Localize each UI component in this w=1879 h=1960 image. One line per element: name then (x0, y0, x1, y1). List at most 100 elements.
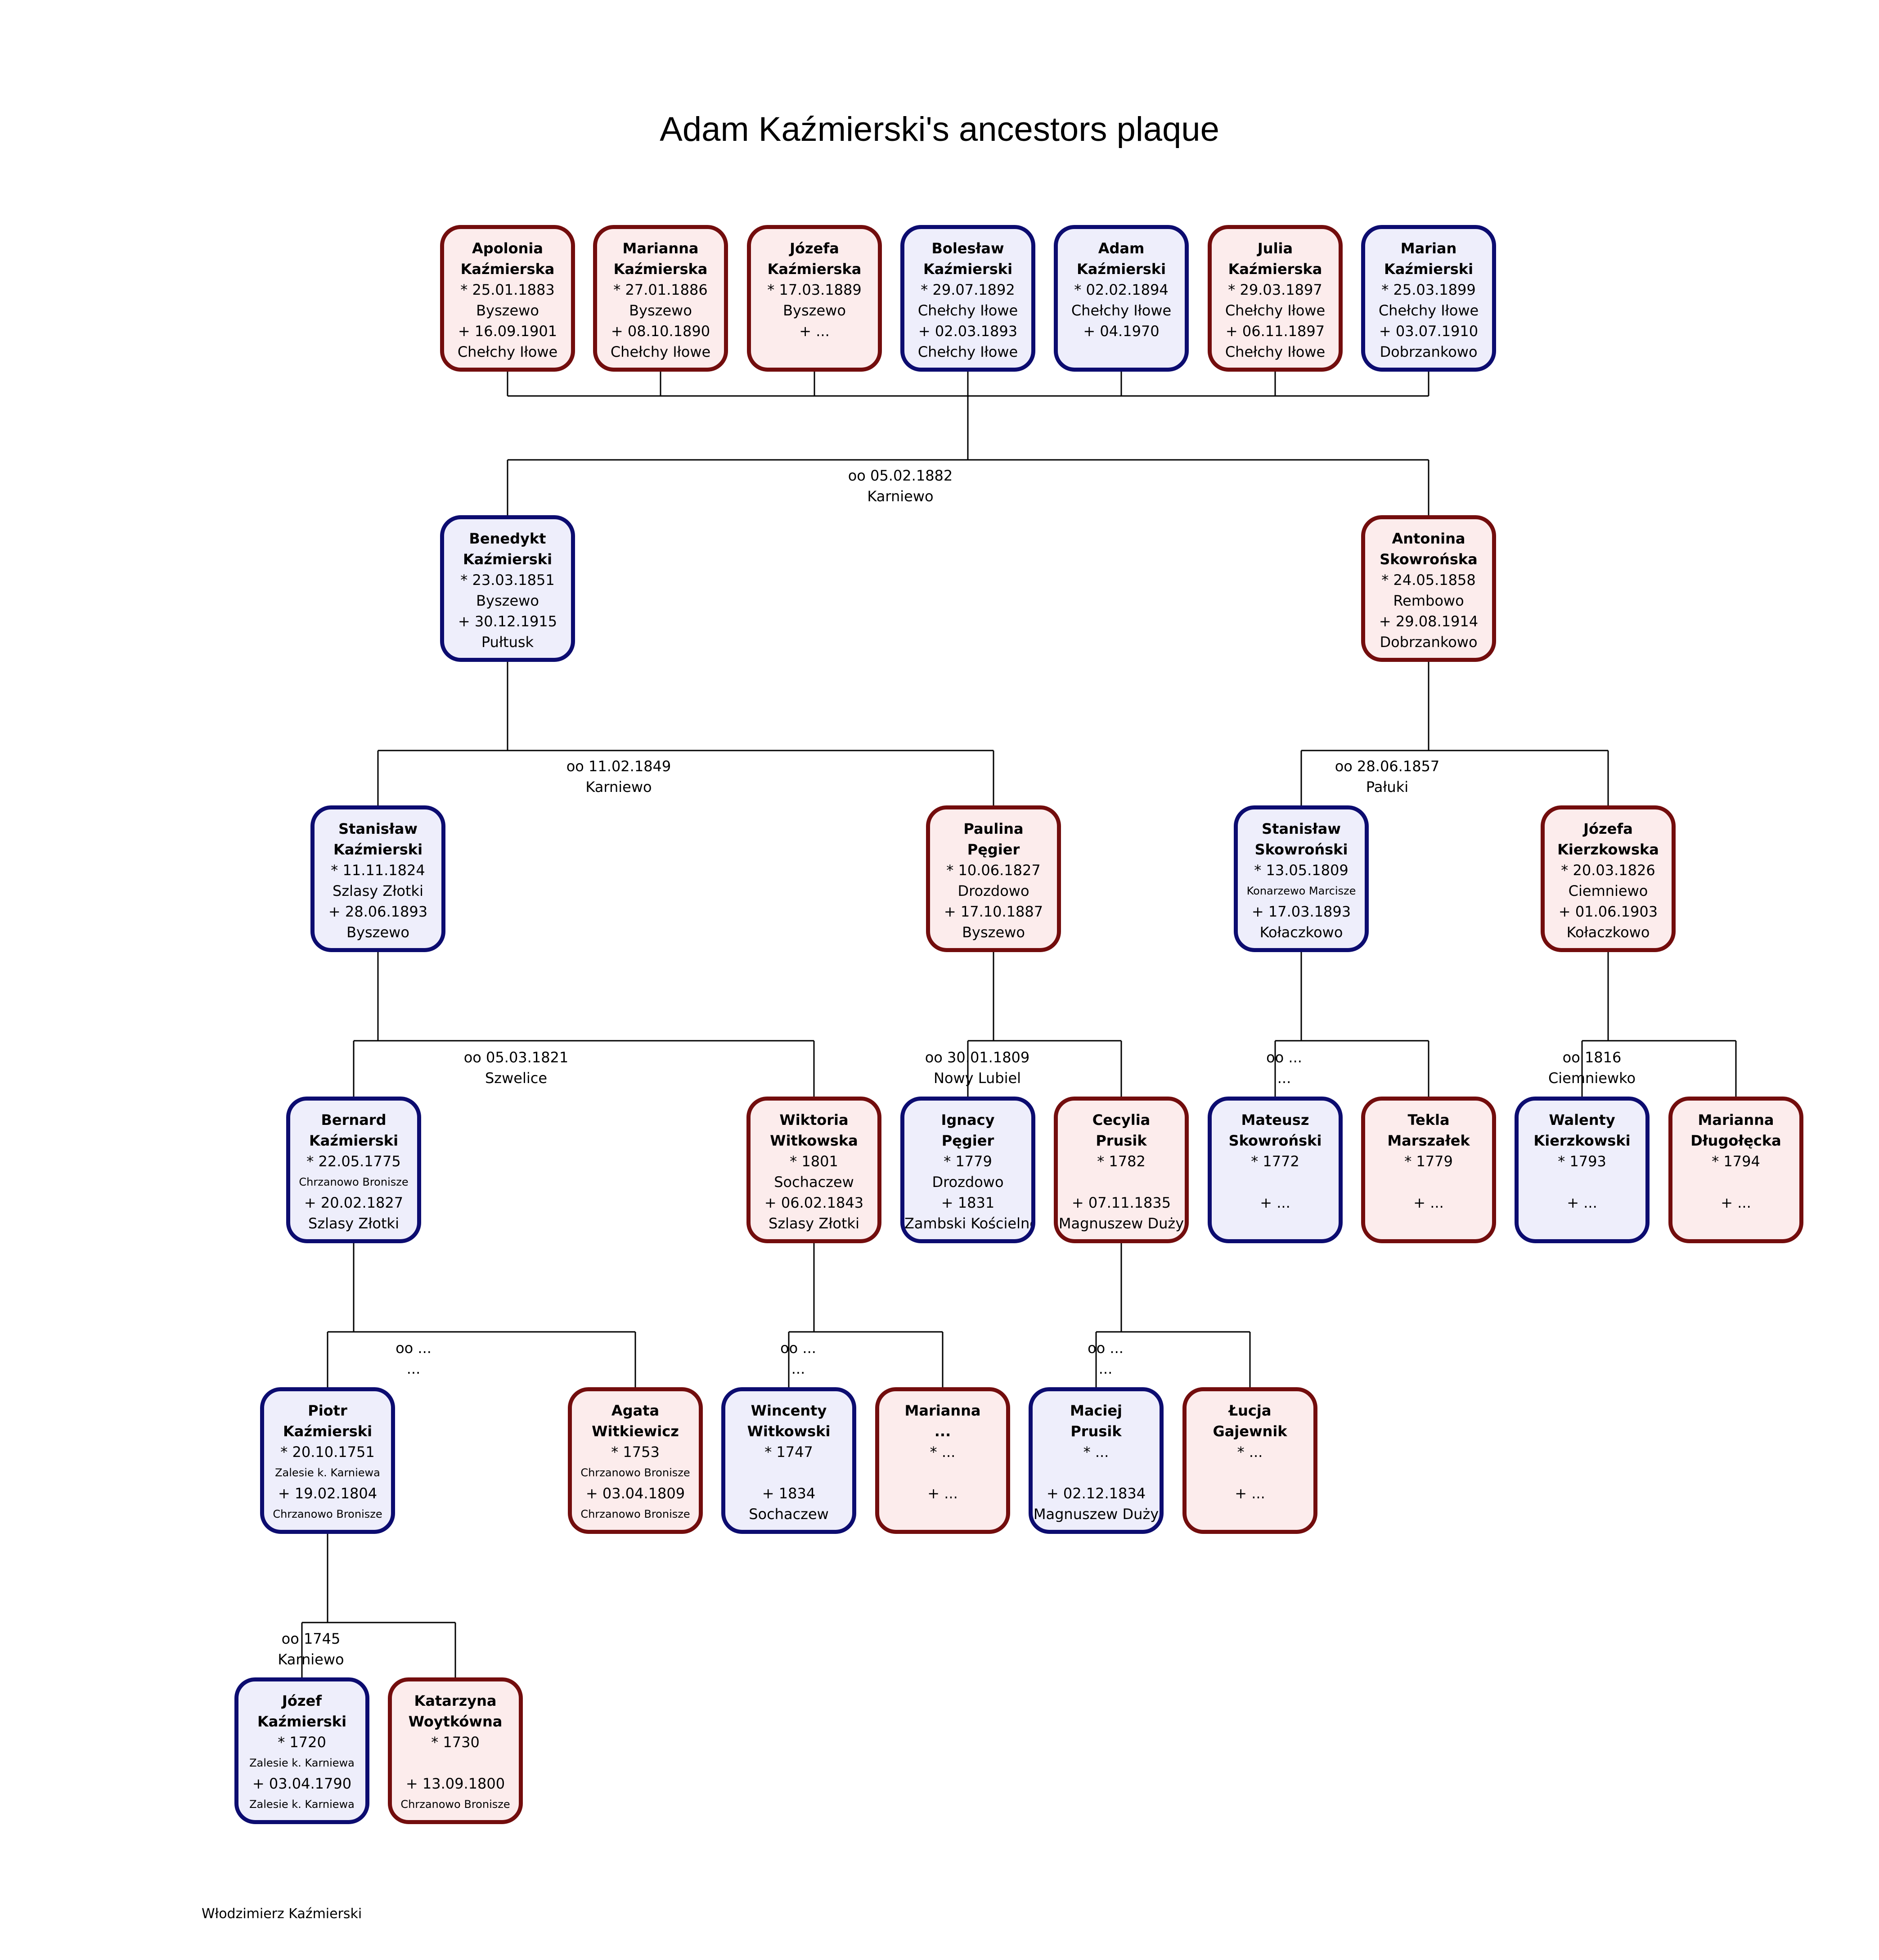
marriage-label-mateusz-tekla: oo ...... (1167, 1047, 1401, 1088)
death-date: + 02.03.1893 (918, 323, 1018, 340)
person-card-marianna-u[interactable]: Marianna...* ...+ ... (875, 1387, 1010, 1534)
death-place: Chrzanowo Bronisze (580, 1508, 690, 1520)
birth-place (1187, 1462, 1313, 1483)
birth-place: Drozdowo (932, 1173, 1004, 1191)
birth-date: * 22.05.1775 (306, 1153, 401, 1170)
death-date: + 16.09.1901 (458, 323, 557, 340)
birth-place (1672, 1172, 1799, 1192)
birth-date: * 1753 (611, 1443, 660, 1461)
death-date: + 07.11.1835 (1071, 1194, 1171, 1211)
death-date: + 28.06.1893 (328, 903, 428, 920)
death-date: + 20.02.1827 (304, 1194, 404, 1211)
first-name: Antonina (1392, 530, 1465, 547)
first-name: Józefa (1583, 820, 1633, 837)
first-name: Julia (1257, 240, 1293, 257)
first-name: Benedykt (469, 530, 546, 547)
last-name: Kierzkowska (1557, 841, 1659, 858)
death-place: Byszewo (962, 924, 1025, 941)
death-date: + ... (1260, 1194, 1290, 1211)
death-date: + ... (1721, 1194, 1751, 1211)
first-name: Bolesław (931, 240, 1004, 257)
birth-date: * 1782 (1097, 1153, 1146, 1170)
marriage-label-piotr-agata: oo ...... (297, 1338, 530, 1379)
birth-place (879, 1462, 1006, 1483)
birth-date: * 1801 (790, 1153, 838, 1170)
birth-place: Byszewo (783, 302, 846, 319)
death-place (1365, 1213, 1492, 1234)
birth-date: * 1779 (1404, 1153, 1453, 1170)
birth-place: Konarzewo Marcisze (1246, 885, 1356, 897)
death-place: Chrzanowo Bronisze (400, 1798, 510, 1811)
last-name: Witkowski (747, 1423, 831, 1440)
last-name: Skowroński (1228, 1132, 1322, 1149)
birth-date: * 02.02.1894 (1074, 281, 1169, 298)
last-name: Witkiewicz (592, 1423, 679, 1440)
first-name: Wincenty (751, 1402, 827, 1419)
first-name: Marian (1400, 240, 1457, 257)
birth-date: * 1772 (1251, 1153, 1299, 1170)
birth-date: * ... (1237, 1443, 1263, 1461)
last-name: Kaźmierski (923, 261, 1013, 278)
death-place: Byszewo (346, 924, 409, 941)
first-name: Ignacy (941, 1111, 995, 1128)
last-name: Kaźmierska (1228, 261, 1322, 278)
last-name: Kierzkowski (1533, 1132, 1631, 1149)
first-name: Paulina (963, 820, 1024, 837)
death-date: + 08.10.1890 (611, 323, 710, 340)
death-place: Dobrzankowo (1380, 634, 1478, 651)
death-place: Pułtusk (481, 634, 534, 651)
death-place: Chełchy Iłowe (917, 343, 1018, 360)
last-name: ... (934, 1423, 951, 1440)
birth-date: * 27.01.1886 (613, 281, 708, 298)
birth-date: * 1747 (764, 1443, 813, 1461)
first-name: Walenty (1549, 1111, 1615, 1128)
last-name: Kaźmierska (613, 261, 708, 278)
death-date: + 01.06.1903 (1558, 903, 1658, 920)
death-date: + 02.12.1834 (1046, 1485, 1146, 1502)
first-name: Katarzyna (414, 1692, 497, 1709)
birth-place: Chełchy Iłowe (1071, 302, 1172, 319)
marriage-date: oo 11.02.1849 (566, 758, 671, 775)
marriage-place: Karniewo (278, 1651, 344, 1668)
birth-place (1058, 1172, 1185, 1192)
birth-place: Szlasy Złotki (333, 882, 423, 899)
marriage-place: Ciemniewko (1548, 1070, 1636, 1087)
birth-place (725, 1462, 852, 1483)
death-place: Magnuszew Duży (1058, 1215, 1184, 1232)
birth-date: * 23.03.1851 (460, 571, 555, 589)
birth-place: Sochaczew (774, 1173, 854, 1191)
marriage-place: Szwelice (485, 1070, 548, 1087)
death-place: Chełchy Iłowe (610, 343, 711, 360)
